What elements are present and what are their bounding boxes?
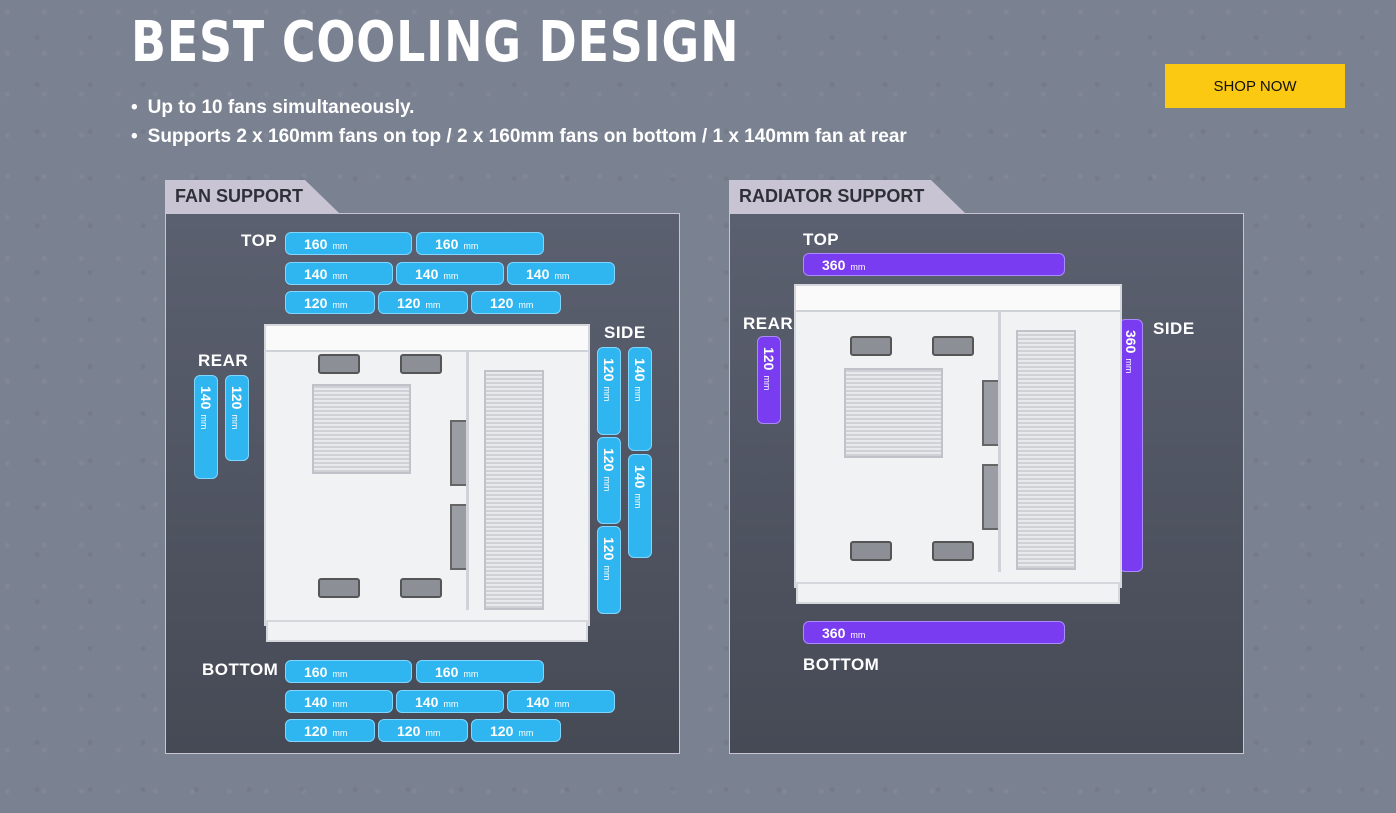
bottom-label: BOTTOM — [803, 655, 880, 674]
feature-item: Up to 10 fans simultaneously. — [131, 93, 907, 122]
fan-pill-side-140: 140mm — [628, 347, 652, 451]
top-label: TOP — [241, 231, 278, 250]
side-label: SIDE — [1153, 319, 1195, 338]
fan-support-tab: FAN SUPPORT — [165, 180, 339, 213]
feature-item: Supports 2 x 160mm fans on top / 2 x 160… — [131, 122, 907, 151]
pc-case-illustration — [794, 284, 1122, 604]
fan-pill-side-120: 120mm — [597, 526, 621, 614]
top-label: TOP — [803, 230, 840, 249]
rear-label: REAR — [743, 314, 794, 333]
fan-pill-side-140: 140mm — [628, 454, 652, 558]
feature-list: Up to 10 fans simultaneously. Supports 2… — [131, 93, 907, 151]
shop-now-button[interactable]: SHOP NOW — [1165, 64, 1345, 108]
pc-case-illustration — [264, 324, 590, 642]
rear-label: REAR — [198, 351, 249, 370]
fan-pill-side-120: 120mm — [597, 437, 621, 524]
fan-pill-side-120: 120mm — [597, 347, 621, 435]
page-title: BEST COOLING DESIGN — [131, 10, 740, 75]
radiator-support-tab: RADIATOR SUPPORT — [729, 180, 965, 213]
side-label: SIDE — [604, 323, 646, 342]
radiator-pill-side-360: 360mm — [1119, 319, 1143, 572]
bottom-label: BOTTOM — [202, 660, 279, 679]
radiator-pill-rear-120: 120mm — [757, 336, 781, 424]
fan-pill-rear-140: 140mm — [194, 375, 218, 479]
fan-pill-rear-120: 120mm — [225, 375, 249, 461]
